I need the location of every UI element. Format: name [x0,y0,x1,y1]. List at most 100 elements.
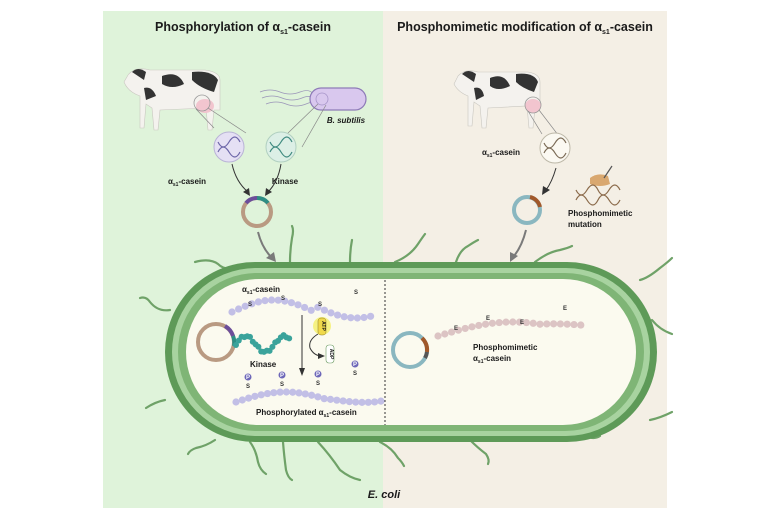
casein-bead [254,298,262,306]
mimetic-bead [488,319,496,327]
casein-bead [268,296,276,304]
phosphate-label: P [316,372,320,378]
cow-icon-left [123,68,221,131]
casein-bead [347,314,355,322]
casein-bead [248,300,256,308]
plasmid-left [241,196,273,228]
casein-bead [367,312,375,320]
mimetic-bead [461,324,469,333]
phosphorylated-casein-label: Phosphorylated αs1-casein [256,408,357,419]
serine-residue: S [280,382,284,388]
casein-bead [238,396,246,404]
kinase-protein-icon [233,332,293,355]
casein-bead [308,391,316,399]
atp-badge: ATP [313,317,331,336]
mimetic-bead [570,320,578,329]
casein-bead [257,391,265,399]
mimetic-bead [495,318,503,327]
casein-bead [295,389,303,397]
casein-bead [245,394,253,402]
mimetic-bead [434,332,442,340]
casein-bead [281,297,289,305]
udder-zoom-circle-left [193,94,211,112]
bsubtilis-icon [259,87,367,111]
phosphate-label: P [246,375,250,381]
casein-gene-label-left: αs1-casein [168,177,206,188]
phosphate-group [244,373,252,381]
kinase-bead [247,333,253,340]
mimetic-bead [577,321,585,329]
serine-residue: S [354,290,358,296]
phosphomimetic-mutation-label: Phosphomimetic mutation [568,209,635,229]
casein-bead [334,311,342,319]
mimetic-bead [448,328,456,336]
casein-bead [270,389,278,397]
casein-bead [294,301,302,309]
mimetic-bead [522,318,531,327]
serine-residue: S [318,302,322,308]
casein-bead [314,303,322,311]
phosphate-label: P [280,373,284,379]
kinase-protein-label: Kinase [250,360,277,369]
cell-casein-label: αs1-casein [242,285,280,296]
kinase-bead [255,343,262,350]
casein-bead [301,303,309,312]
casein-bead [301,390,309,398]
phosphate-label: P [353,362,357,368]
casein-bead [326,395,335,403]
mimetic-bead [556,320,565,328]
casein-bead [228,308,236,316]
mimetic-bead [516,318,524,326]
cow-icon-right [453,70,541,129]
phosphate-group [351,360,359,368]
serine-residue: S [248,302,252,308]
mimetic-bead [468,323,476,331]
casein-bead [327,309,335,317]
casein-bead [358,398,366,406]
casein-bead [232,398,240,406]
casein-bead [261,297,269,305]
plasmid-right [512,195,542,225]
casein-bead [263,389,272,398]
glutamate-residue: E [486,316,490,322]
phosphate-group [314,370,322,378]
left-panel-title: Phosphorylation of αs1-casein [155,20,331,36]
casein-bead [377,397,385,405]
mimetic-bead [509,318,517,326]
casein-bead [345,398,353,406]
casein-bead [333,396,341,404]
casein-bead [287,299,295,307]
casein-bead [289,388,297,396]
mutation-dna-icon [575,184,621,206]
phosphomimetic-casein-chain: E E E E [434,306,585,340]
kinase-gene-dna-icon [265,131,297,163]
mimetic-bead [536,320,544,328]
mimetic-bead [529,319,537,327]
casein-gene-dna-icon-left [213,131,245,163]
mimetic-bead [441,330,449,338]
ecoli-cytoplasm [186,279,636,425]
mimetic-bead [563,320,571,328]
casein-bead [360,313,368,322]
glutamate-residue: E [520,320,524,326]
glutamate-residue: E [454,326,458,332]
hand-pen-icon [590,165,613,186]
mimetic-bead [475,321,483,330]
casein-bead [320,395,328,403]
phosphomimetic-casein-label: Phosphomimetic αs1-casein [473,343,540,365]
mimetic-bead [543,320,551,328]
serine-residue: S [353,371,357,377]
glutamate-residue: E [563,306,567,312]
atp-adp-curve-arrow [309,333,323,357]
kinase-gene-label: Kinase [272,177,299,186]
casein-bead [307,306,315,314]
casein-bead [364,398,372,406]
kinase-bead [269,343,276,350]
mimetic-bead [454,326,462,334]
casein-bead [251,392,259,400]
adp-badge: ADP [325,344,335,364]
casein-bead [282,388,290,396]
kinase-bead [233,342,239,348]
